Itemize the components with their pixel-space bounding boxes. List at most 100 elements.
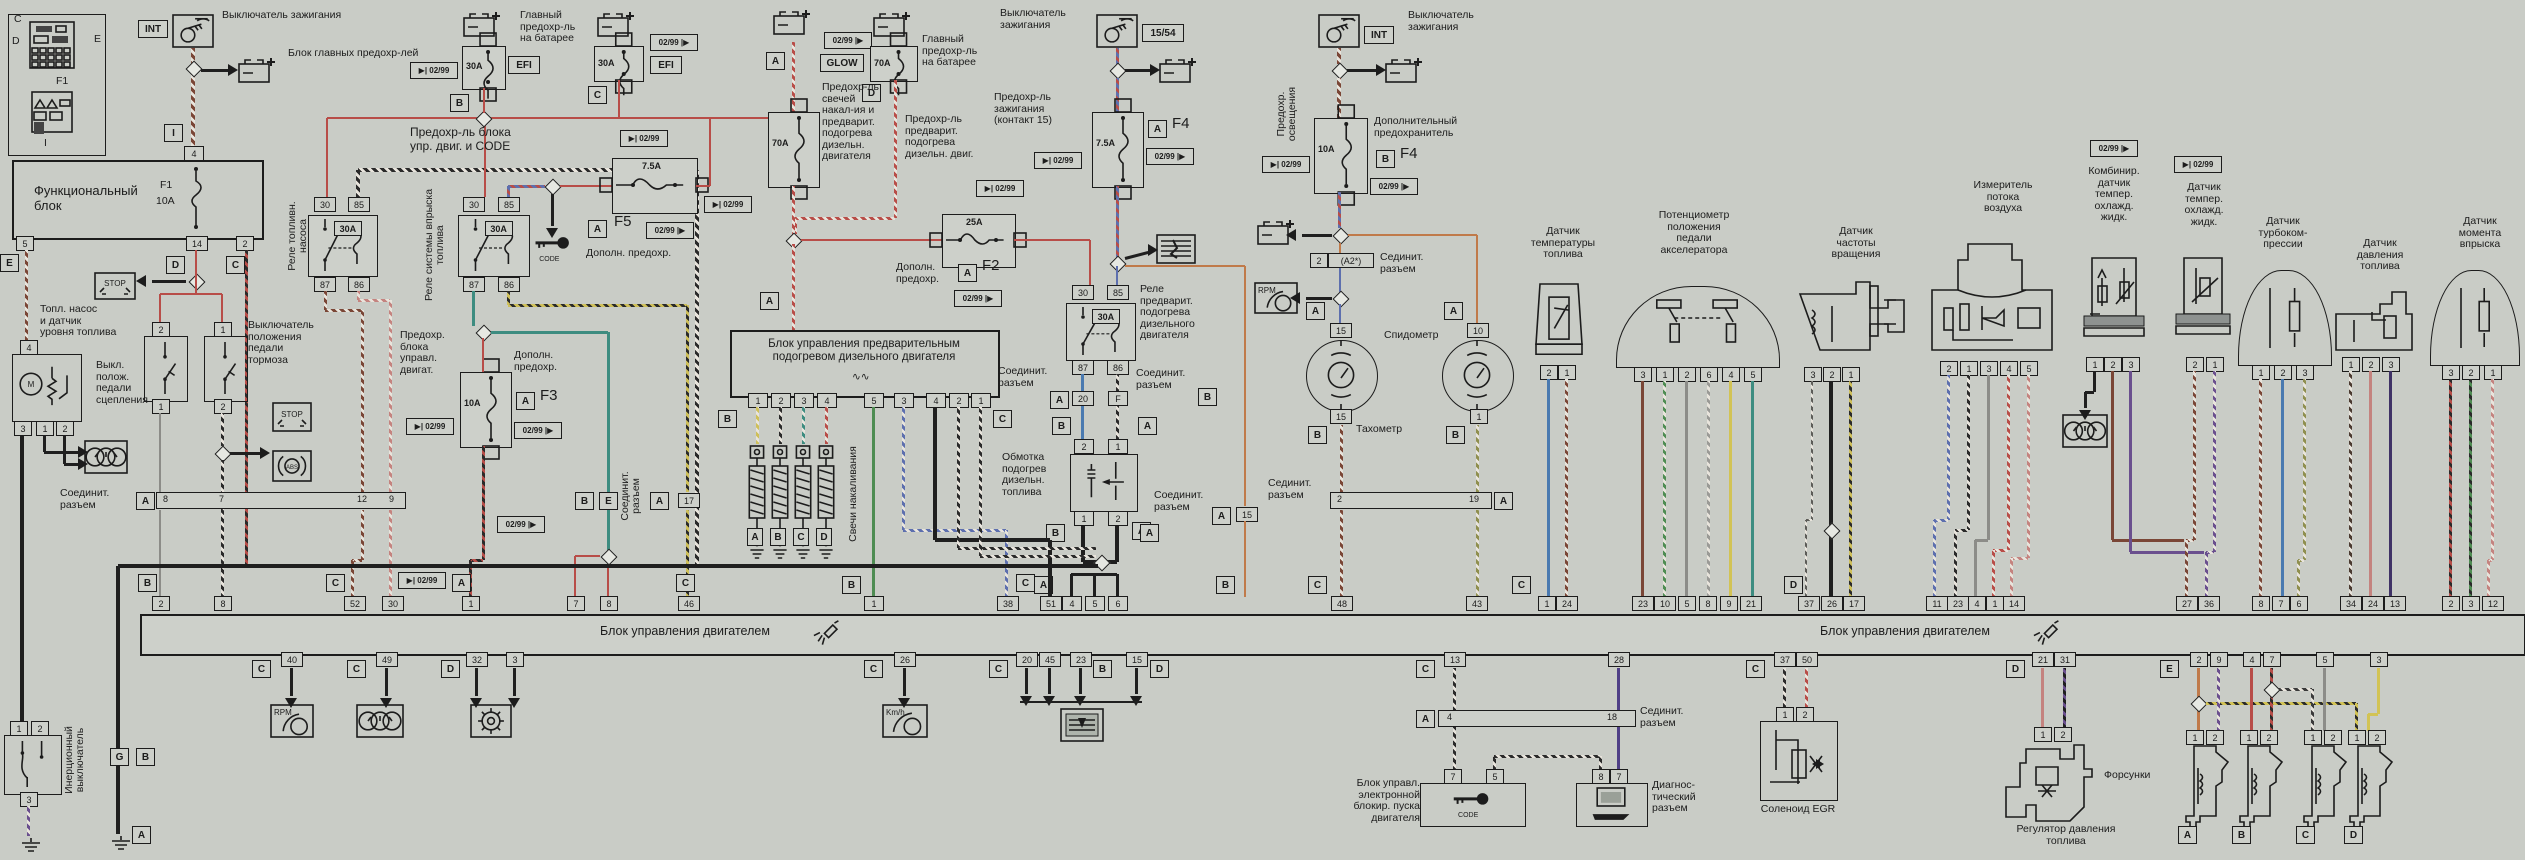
connector-letter: A: [516, 392, 535, 410]
wire: [158, 294, 162, 322]
revision-marker: 02/99 |▶: [824, 32, 872, 49]
label: Главный предохр-ль на батарее: [520, 9, 576, 44]
wire: [1782, 668, 1786, 707]
wire: [1973, 540, 1977, 597]
pin-number: 1: [462, 596, 480, 611]
wire: [1080, 406, 1084, 439]
wire: [708, 118, 712, 186]
innerres-icon: [2460, 288, 2491, 348]
fuse-rating: 25A: [966, 217, 983, 227]
pin-number: 2: [2368, 730, 2386, 745]
vertical-label: Реле системы впрыска топлива: [423, 188, 446, 302]
revision-marker: ▶| 02/99: [406, 418, 454, 435]
wire: [1083, 560, 1098, 564]
wire: [64, 462, 78, 466]
connector-letter: A: [136, 492, 155, 510]
junction-diamond: [2263, 681, 2281, 699]
label: Выкл. полож. педали сцепления: [96, 359, 148, 406]
label: E: [94, 33, 102, 45]
pin-number: 1: [971, 393, 991, 408]
pin-number: 85: [1107, 285, 1129, 300]
wire: [617, 80, 621, 118]
pin-number: 2: [1108, 511, 1128, 526]
pin-number: 34: [2340, 596, 2362, 611]
label: Сединит. разъем: [1380, 251, 1424, 275]
fuse-rating: 7.5A: [1096, 137, 1116, 148]
arrow-head: [1043, 696, 1055, 706]
connector-letter: A: [747, 528, 763, 546]
wire: [360, 510, 364, 560]
fusepanel-icon: [29, 21, 75, 134]
connector-letter: A: [1148, 120, 1167, 138]
vertical-label: Инерционный выключатель: [63, 726, 86, 794]
pin-number: 19: [1469, 494, 1480, 504]
pin-number: 1: [2186, 730, 2204, 745]
arrow-head: [380, 698, 392, 708]
revision-marker: ▶| 02/99: [704, 196, 752, 213]
connector-letter: C: [588, 86, 607, 104]
pin-number: 4: [2000, 361, 2018, 376]
diesel-fuel-heater: [1070, 454, 1138, 512]
pin-number: 51: [1040, 596, 1062, 611]
pin-number: 45: [1039, 652, 1061, 667]
svg-text:Km/h: Km/h: [886, 708, 905, 717]
wire: [1048, 540, 1052, 597]
fuse-f5: [612, 158, 698, 214]
pin-number: 37: [1774, 652, 1796, 667]
connector-letter: A: [1494, 492, 1513, 510]
revision-marker: 02/99 |▶: [1370, 178, 1418, 195]
connector-letter: C: [2296, 826, 2315, 844]
egr-solenoid: [1760, 721, 1838, 801]
wire: [793, 218, 797, 234]
label: Предохр-ль свечей накал-ия и предварит. …: [822, 81, 880, 162]
pin-number: 37: [1798, 596, 1820, 611]
pin-number: 10: [1654, 596, 1676, 611]
injector: [2185, 745, 2230, 837]
wire: [160, 292, 196, 296]
wire: [325, 118, 329, 197]
wire: [1804, 668, 1808, 707]
pin-number: 1: [1470, 409, 1488, 424]
arrow-head: [1376, 64, 1386, 76]
revision-marker: 02/99 |▶: [514, 422, 562, 439]
wire: [1475, 425, 1479, 492]
wire: [958, 546, 1096, 550]
wire: [2062, 668, 2066, 727]
wire: [1564, 379, 1568, 597]
junction-diamond: [185, 60, 203, 78]
revision-marker: 02/99 |▶: [650, 34, 698, 51]
pin-number: 5: [1744, 367, 1762, 382]
label: Дополн. предохр.: [586, 247, 672, 259]
wire: [471, 291, 475, 326]
junction-diamond: [1331, 62, 1349, 80]
label: Выключатель зажигания: [1408, 9, 1474, 33]
label: Датчик темпер. охлажд. жидк.: [2184, 181, 2224, 228]
revision-marker: 02/99 |▶: [1146, 148, 1194, 165]
pin-number: 7: [2263, 652, 2281, 667]
pin-number: 1: [36, 421, 54, 436]
wire: [1337, 48, 1341, 64]
pin-number: 4: [1722, 367, 1740, 382]
vertical-label: Предохр. освещения: [1275, 86, 1298, 142]
arrow-head: [508, 698, 520, 708]
svg-text:M: M: [28, 380, 35, 389]
label: Предохр-ль блока упр. двиг. и CODE: [410, 125, 511, 153]
battery-icon: [773, 10, 810, 35]
abs-lamp-icon: ABS: [272, 450, 312, 482]
gauge-needle-icon: [1463, 340, 1491, 410]
wire: [2249, 668, 2253, 731]
connector-letter: B: [138, 574, 157, 592]
pin-number: 17: [678, 493, 700, 508]
pumplevel-icon: M: [19, 366, 68, 406]
connector-letter: C: [1512, 576, 1531, 594]
pin-number: 5: [2020, 361, 2038, 376]
wire: [801, 407, 805, 444]
pin-number: 1: [2348, 730, 2366, 745]
arrow-head: [1130, 696, 1142, 706]
connector-letter: A: [452, 574, 471, 592]
pin-number: 2: [152, 596, 170, 611]
wire: [2322, 668, 2326, 731]
pin-number: 2: [2324, 730, 2342, 745]
ignition-switch-icon: [1096, 14, 1138, 48]
